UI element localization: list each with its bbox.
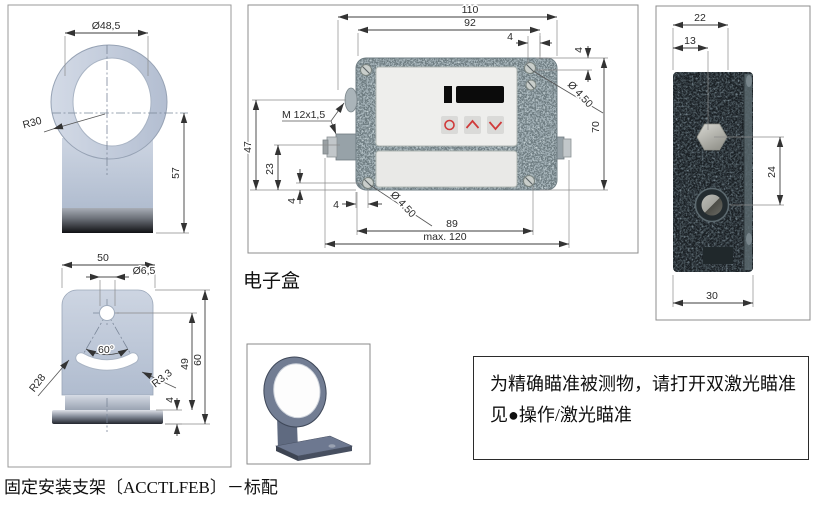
front-panel-lower bbox=[375, 150, 518, 188]
enter-circle-icon bbox=[444, 119, 455, 131]
bracket-3d-render bbox=[263, 356, 353, 461]
down-button bbox=[487, 116, 504, 134]
dim-screw-offset-top-v: 4 bbox=[573, 47, 585, 53]
center-lines bbox=[52, 45, 188, 175]
pivot-hole bbox=[99, 305, 115, 321]
figure-caption: 固定安装支架〔ACCTLFEB〕－标配 bbox=[4, 478, 278, 497]
dim-rear-width: 50 bbox=[97, 252, 109, 264]
side-housing bbox=[673, 72, 753, 272]
side-view: 22 13 24 30 bbox=[672, 11, 784, 307]
dim-base-thickness: 4 bbox=[164, 397, 176, 403]
cable-gland-right bbox=[555, 136, 572, 160]
dim-connector-height: 23 bbox=[264, 163, 276, 175]
dim-screw-offset-bottom-v: 4 bbox=[286, 198, 298, 204]
screws bbox=[360, 62, 537, 189]
dim-max-width: max. 120 bbox=[423, 231, 466, 243]
dim-pivot-height: 49 bbox=[179, 358, 191, 370]
dim-hex-offset: 13 bbox=[684, 35, 696, 47]
dim-screw-offset-top-h: 4 bbox=[507, 31, 513, 43]
front-panel-upper bbox=[375, 66, 518, 147]
dim-front-height: 57 bbox=[170, 167, 182, 179]
dim-hole-spacing: 24 bbox=[766, 166, 778, 178]
edge-bump bbox=[746, 75, 752, 87]
note-line-1: 为精确瞄准被测物，请打开双激光瞄准 bbox=[490, 374, 796, 394]
electronics-box-label: 电子盒 bbox=[243, 271, 301, 292]
cable-gland-left bbox=[322, 133, 359, 161]
dim-slot-angle: 60° bbox=[98, 344, 114, 356]
small-gland bbox=[344, 87, 358, 113]
dim-gland-height: 47 bbox=[242, 141, 254, 153]
dim-side-top-width: 22 bbox=[694, 12, 706, 24]
dim-screw-offset-bottom-h: 4 bbox=[333, 199, 339, 211]
lcd-display bbox=[444, 86, 504, 103]
hex-fitting bbox=[696, 123, 728, 151]
edge-bump bbox=[746, 233, 752, 245]
keypad bbox=[441, 116, 504, 134]
dim-pivot-hole: Ø6,5 bbox=[133, 265, 156, 277]
arc-slot bbox=[76, 353, 138, 370]
laser-aiming-note-box: 为精确瞄准被测物，请打开双激光瞄准 见●操作/激光瞄准 bbox=[473, 356, 809, 460]
enter-button bbox=[441, 116, 458, 134]
arrow-down-icon bbox=[488, 121, 503, 131]
dim-gland-thread: M 12x1,5 bbox=[282, 109, 325, 121]
bracket-front-view: Ø48,5 R30 57 bbox=[20, 19, 189, 234]
up-button bbox=[464, 116, 481, 134]
dim-side-bottom-width: 30 bbox=[706, 290, 718, 302]
dim-total-height: 60 bbox=[192, 354, 204, 366]
bracket-ring-hole bbox=[72, 57, 152, 147]
dim-mount-hole-spacing: 89 bbox=[446, 218, 458, 230]
dim-ring-diameter: Ø48,5 bbox=[92, 20, 121, 32]
arrow-up-icon bbox=[465, 119, 480, 129]
dim-body-width: 92 bbox=[464, 17, 476, 29]
bracket-base-plate bbox=[52, 410, 163, 424]
note-line-2: 见●操作/激光瞄准 bbox=[490, 405, 632, 425]
bracket-body bbox=[61, 289, 154, 396]
dim-total-width: 110 bbox=[462, 4, 479, 16]
dim-body-height: 70 bbox=[590, 121, 602, 133]
